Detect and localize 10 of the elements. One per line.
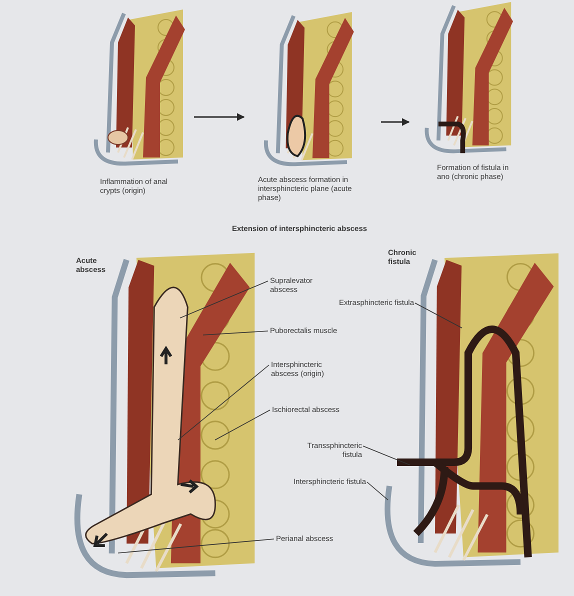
leader-line — [180, 280, 268, 318]
leader-line — [202, 330, 268, 336]
leader-line — [362, 446, 410, 466]
leader-line — [214, 410, 270, 440]
arrow — [194, 113, 245, 121]
leader-line — [178, 364, 270, 440]
leader-line — [366, 482, 388, 500]
leader-line — [118, 538, 274, 554]
arrow — [381, 118, 410, 126]
leader-line — [414, 302, 462, 328]
